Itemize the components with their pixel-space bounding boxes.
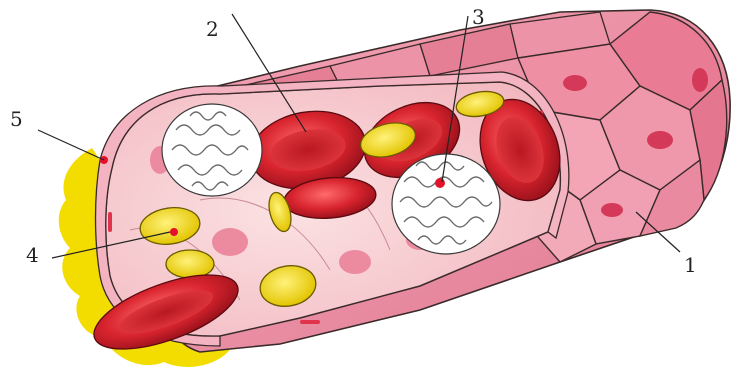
white-blood-cell-left: [162, 104, 262, 196]
label-5: 5: [10, 107, 23, 131]
white-cell-nucleus-dot: [435, 178, 445, 188]
white-blood-cell: [392, 154, 500, 254]
label-4: 4: [26, 243, 39, 267]
label-2: 2: [206, 17, 219, 41]
label-1: 1: [684, 253, 697, 277]
label-3: 3: [472, 5, 485, 29]
